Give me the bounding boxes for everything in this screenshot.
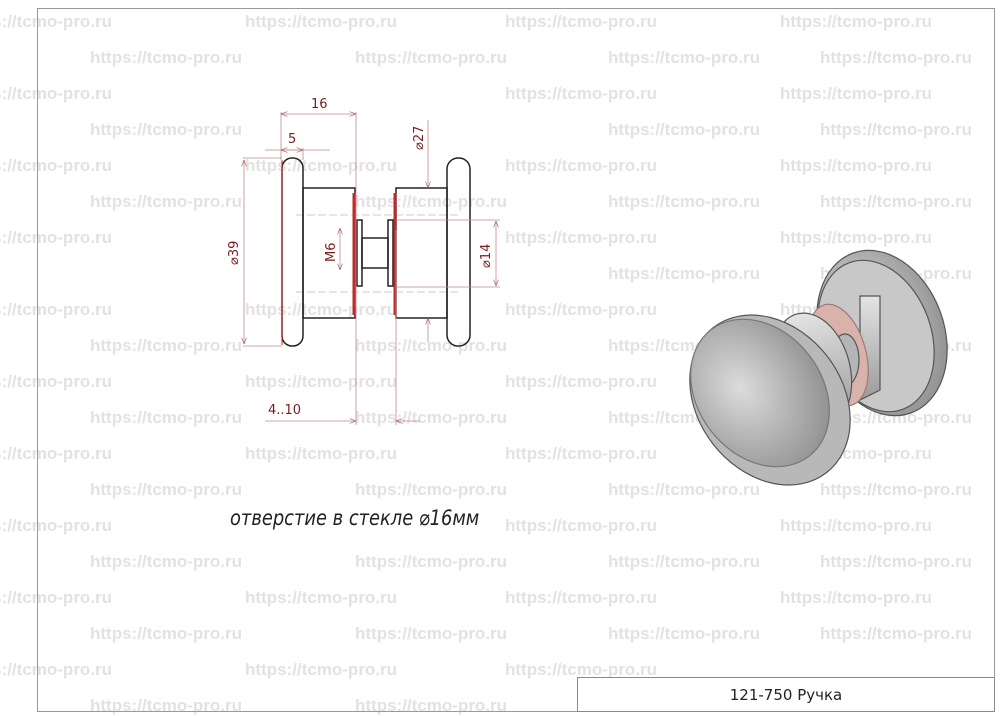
left-knob (281, 157, 304, 347)
title-block: 121-750 Ручка (577, 677, 995, 712)
shaft (361, 237, 389, 269)
dim-5: 5 (288, 132, 296, 147)
dimension-lines (243, 112, 500, 425)
dim-dia-14: ⌀14 (479, 244, 494, 268)
dim-glass-range: 4..10 (268, 403, 301, 418)
dim-dia-39: ⌀39 (227, 241, 242, 265)
drawing-frame (37, 8, 995, 712)
3d-render (689, 249, 948, 486)
dim-16: 16 (311, 97, 328, 112)
right-washer (387, 219, 394, 287)
dim-thread: M6 (324, 243, 339, 263)
right-knob (446, 157, 471, 347)
right-body (395, 187, 448, 319)
side-view (281, 157, 471, 347)
dimension-labels: 16 5 ⌀39 ⌀27 ⌀14 M6 4..10 (227, 97, 494, 418)
title-text: 121-750 Ручка (729, 685, 843, 704)
glass-hole-note: отверстие в стекле ⌀16мм (230, 506, 480, 530)
dim-dia-27: ⌀27 (412, 126, 427, 150)
